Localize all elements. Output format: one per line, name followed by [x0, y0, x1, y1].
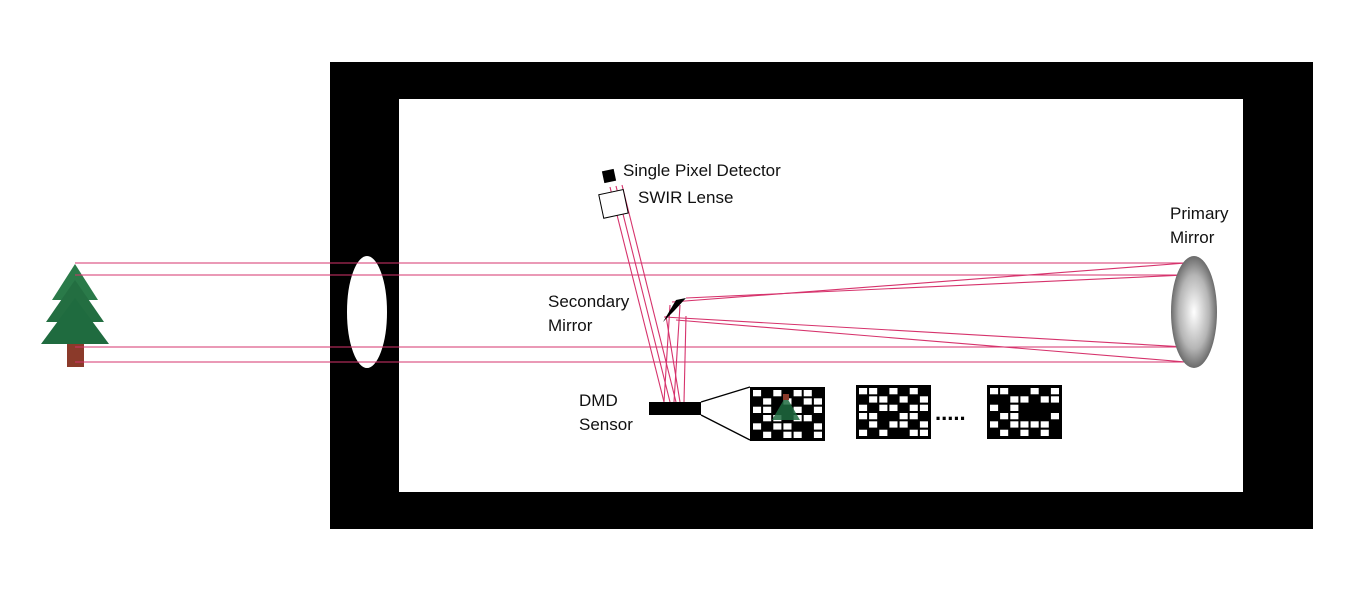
dmd-sensor-label-line1: DMD: [579, 391, 618, 410]
micromirror-on: [783, 423, 792, 430]
micromirror-on: [1010, 421, 1019, 428]
micromirror-on: [859, 404, 868, 411]
micromirror-on: [879, 404, 888, 411]
micromirror-on: [1040, 421, 1049, 428]
micromirror-on: [813, 431, 822, 438]
micromirror-on: [813, 423, 822, 430]
micromirror-on: [813, 398, 822, 405]
micromirror-on: [1040, 429, 1049, 436]
micromirror-on: [763, 398, 772, 405]
micromirror-on: [909, 413, 918, 420]
micromirror-on: [753, 390, 762, 397]
secondary-mirror: [663, 298, 686, 322]
micromirror-on: [793, 406, 802, 413]
micromirror-on: [919, 421, 928, 428]
zoom-line-top: [700, 386, 751, 403]
light-rays: [75, 184, 1187, 403]
micromirror-on: [1000, 388, 1009, 395]
micromirror-on: [909, 429, 918, 436]
micromirror-on: [1050, 396, 1059, 403]
micromirror-on: [869, 388, 878, 395]
primary-mirror-label-line2: Mirror: [1170, 228, 1215, 247]
micromirror-on: [889, 388, 898, 395]
micromirror-on: [793, 431, 802, 438]
micromirror-on: [803, 390, 812, 397]
micromirror-on: [869, 421, 878, 428]
micromirror-on: [1050, 413, 1059, 420]
micromirror-on: [899, 413, 908, 420]
secondary-mirror-label-line1: Secondary: [548, 292, 630, 311]
micromirror-on: [899, 396, 908, 403]
zoom-line-bottom: [700, 414, 751, 441]
secondary-mirror-label-line2: Mirror: [548, 316, 593, 335]
micromirror-on: [869, 396, 878, 403]
micromirror-on: [919, 396, 928, 403]
micromirror-on: [773, 390, 782, 397]
micromirror-on: [990, 404, 999, 411]
primary-mirror: [1171, 256, 1217, 368]
micromirror-on: [919, 404, 928, 411]
micromirror-on: [869, 413, 878, 420]
micromirror-on: [919, 429, 928, 436]
micromirror-on: [1030, 421, 1039, 428]
micromirror-on: [1020, 396, 1029, 403]
micromirror-on: [889, 421, 898, 428]
micromirror-on: [879, 429, 888, 436]
micromirror-on: [1000, 429, 1009, 436]
micromirror-on: [990, 421, 999, 428]
swir-lense-label: SWIR Lense: [638, 188, 734, 207]
tree-icon: [41, 264, 109, 367]
micromirror-on: [803, 398, 812, 405]
single-pixel-detector-label: Single Pixel Detector: [623, 161, 781, 180]
micromirror-on: [879, 396, 888, 403]
micromirror-on: [753, 423, 762, 430]
micromirror-on: [1050, 388, 1059, 395]
dmd-sensor-label-line2: Sensor: [579, 415, 633, 434]
micromirror-on: [803, 415, 812, 422]
micromirror-on: [1020, 429, 1029, 436]
micromirror-on: [813, 406, 822, 413]
swir-lens: [598, 188, 629, 219]
pattern-tree-overlay: [772, 394, 800, 420]
micromirror-on: [1000, 413, 1009, 420]
micromirror-on: [763, 406, 772, 413]
micromirror-on: [1010, 404, 1019, 411]
micromirror-on: [909, 404, 918, 411]
dmd-pattern-2: [856, 385, 931, 439]
micromirror-on: [990, 388, 999, 395]
micromirror-on: [773, 423, 782, 430]
micromirror-on: [909, 388, 918, 395]
micromirror-on: [859, 429, 868, 436]
pattern-ellipsis: .....: [935, 400, 966, 425]
single-pixel-detector: [601, 168, 617, 184]
micromirror-on: [889, 404, 898, 411]
micromirror-on: [1040, 396, 1049, 403]
primary-mirror-label-line1: Primary: [1170, 204, 1229, 223]
micromirror-on: [753, 406, 762, 413]
micromirror-on: [1020, 421, 1029, 428]
micromirror-on: [763, 431, 772, 438]
micromirror-on: [1030, 388, 1039, 395]
entrance-aperture: [345, 254, 389, 370]
micromirror-on: [783, 431, 792, 438]
micromirror-on: [859, 413, 868, 420]
dmd-pattern-3: [987, 385, 1062, 439]
micromirror-on: [1010, 413, 1019, 420]
micromirror-on: [763, 415, 772, 422]
micromirror-on: [859, 388, 868, 395]
micromirror-on: [1010, 396, 1019, 403]
dmd-sensor: [649, 402, 701, 415]
micromirror-on: [899, 421, 908, 428]
micromirror-on: [793, 390, 802, 397]
